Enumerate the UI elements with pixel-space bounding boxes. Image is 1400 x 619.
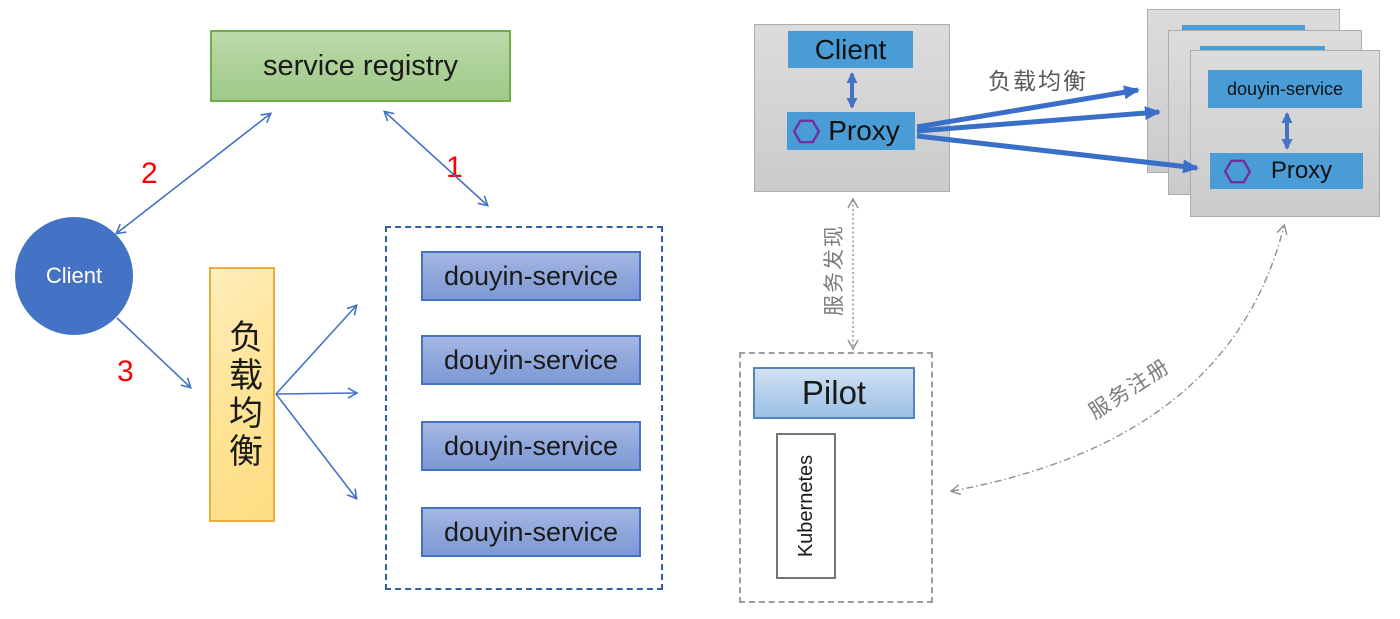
proxy-hexagon-icon [793,119,820,144]
right-proxy-box: Proxy [787,112,915,150]
client-label: Client [45,263,103,288]
service-cluster-dashed-box [385,226,663,590]
service-discovery-caption: 服务发现 [823,224,846,316]
service-registration-caption: 服务注册 [1084,354,1175,424]
load-balancer-label: 负载均衡 [223,318,262,471]
client-circle: Client [15,217,133,335]
douyin-service-box-3: douyin-service [421,421,641,471]
arrow-lb-fan-middle [275,387,359,399]
hidden-service-strip [1182,25,1305,30]
step-3-label: 3 [117,355,134,388]
stack-douyin-service-label: douyin-service [1226,78,1344,99]
service-registry-label: service registry [263,49,458,82]
arrow-registry-services [383,110,489,207]
right-proxy-label: Proxy [828,115,900,146]
arrow-lb-fan-bottom [275,393,358,501]
douyin-service-label: douyin-service [443,344,619,375]
step-1-label: 1 [446,151,463,184]
douyin-service-box-2: douyin-service [421,335,641,385]
arrow-client-registry [114,112,273,235]
right-client-label: Client [814,33,887,65]
kubernetes-label: Kubernetes [794,454,817,558]
arrow-proxy-instance-2 [916,106,1161,134]
stack-proxy-label: Proxy [1270,157,1333,184]
proxy-hexagon-icon [1224,159,1251,184]
pilot-box: Pilot [753,367,915,419]
douyin-service-label: douyin-service [443,260,619,291]
douyin-service-box-1: douyin-service [421,251,641,301]
pilot-dashed-frame [739,352,933,603]
stack-proxy-box: Proxy [1210,153,1363,189]
pilot-label: Pilot [801,374,867,411]
douyin-service-label: douyin-service [443,516,619,547]
right-client-box: Client [788,31,913,68]
arrow-lb-fan-top [275,304,358,395]
service-registry-box: service registry [210,30,511,102]
load-balancer-box: 负载均衡 [209,267,275,522]
load-balance-caption: 负载均衡 [988,68,1088,94]
hidden-service-strip [1200,46,1325,51]
stack-douyin-service-box: douyin-service [1208,70,1362,108]
douyin-service-box-4: douyin-service [421,507,641,557]
arrow-service-registration [949,223,1288,496]
douyin-service-label: douyin-service [443,430,619,461]
step-2-label: 2 [141,157,158,190]
kubernetes-box [776,433,836,579]
